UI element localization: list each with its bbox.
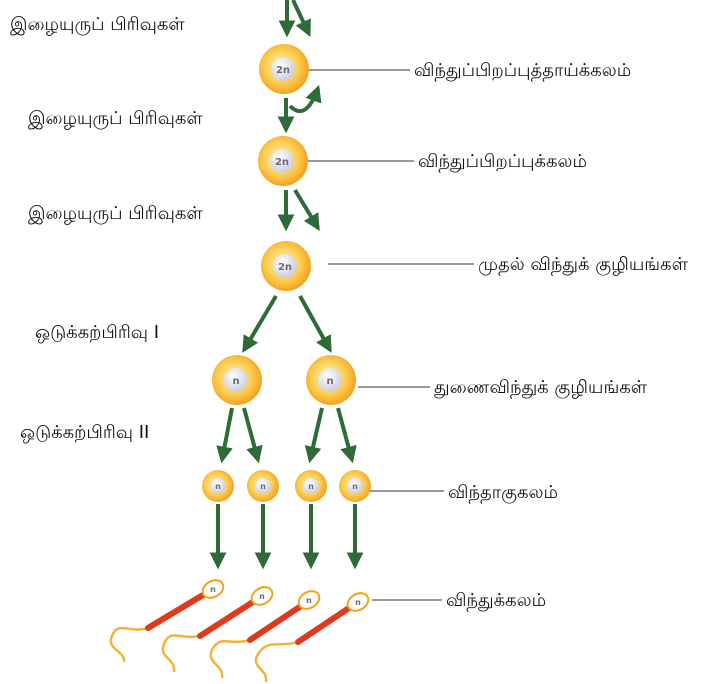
- nucleus-icon: [273, 254, 297, 278]
- ploidy-label: n: [210, 585, 216, 594]
- sperm-head: [297, 590, 321, 610]
- arrow-meiosis1-left: [242, 294, 278, 353]
- sperm-tail: [254, 640, 299, 683]
- sperm-4: n: [254, 592, 370, 683]
- self-renewal-arrow: [288, 84, 322, 113]
- cell-label-spermatogonial-stem-cell: விந்துப்பிறப்புத்தாய்க்கலம்: [414, 60, 631, 82]
- ploidy-label: n: [355, 598, 361, 607]
- ploidy-label: n: [215, 482, 221, 491]
- stage-label-mitosis-2: இழையுருப் பிரிவுகள்: [28, 108, 203, 130]
- cell-label-spermatids: விந்தாகுகலம்: [448, 482, 558, 504]
- ploidy-label: n: [308, 482, 314, 491]
- cell-label-spermatogonium: விந்துப்பிறப்புக்கலம்: [418, 151, 587, 173]
- cell-label-sperm: விந்துக்கலம்: [446, 590, 546, 612]
- sperm-midpiece: [197, 597, 259, 639]
- sperm-midpiece: [247, 601, 307, 643]
- ploidy-label: n: [260, 482, 266, 491]
- sperm-midpiece: [145, 589, 211, 631]
- ploidy-label: 2n: [278, 262, 292, 273]
- cell-spermatid-4: n: [339, 470, 371, 502]
- arrow-meiosis2-4: [336, 407, 357, 464]
- nucleus-icon: [303, 478, 319, 494]
- cell-label-secondary-spermatocytes: துணைவிந்துக் குழியங்கள்: [434, 377, 648, 399]
- ploidy-label: n: [352, 482, 358, 491]
- ploidy-label: n: [306, 596, 312, 605]
- sperm-2: n: [161, 586, 274, 673]
- nucleus-icon: [347, 478, 363, 494]
- nucleus-icon: [255, 478, 271, 494]
- ploidy-label: 2n: [276, 65, 290, 76]
- cell-spermatogonial-stem-cell: 2n: [259, 44, 309, 94]
- cell-secondary-spermatocyte-left: n: [212, 355, 262, 405]
- nucleus-icon: [318, 368, 342, 392]
- cell-secondary-spermatocyte-right: n: [306, 355, 356, 405]
- arrow-meiosis2-2: [242, 407, 263, 464]
- sperm-midpiece: [295, 603, 355, 645]
- arrow-meiosis2-1: [216, 407, 234, 464]
- sperm-head: [250, 586, 274, 606]
- sperm-tail: [209, 638, 251, 679]
- nucleus-icon: [270, 149, 294, 173]
- arrow-spermatogonium-diagonal: [293, 188, 320, 231]
- cell-spermatid-3: n: [295, 470, 327, 502]
- sperm-1: n: [109, 579, 225, 663]
- nucleus-icon: [271, 57, 295, 81]
- ploidy-label: n: [259, 592, 265, 601]
- arrow-meiosis1-right: [298, 295, 332, 353]
- sperm-head: [346, 592, 370, 612]
- arrow-meiosis2-3: [304, 407, 324, 464]
- stage-label-mitosis-3: இழையுருப் பிரிவுகள்: [28, 203, 203, 225]
- stage-label-meiosis-2: ஒடுக்கற்பிரிவு II: [20, 422, 149, 443]
- cell-spermatid-2: n: [247, 470, 279, 502]
- arrow-top-right: [291, 0, 311, 38]
- ploidy-label: n: [232, 376, 239, 387]
- sperm-tail: [109, 626, 149, 663]
- stage-label-meiosis-1: ஒடுக்கற்பிரிவு I: [35, 322, 159, 343]
- cell-spermatid-1: n: [202, 470, 234, 502]
- nucleus-icon: [210, 478, 226, 494]
- sperm-head: [201, 579, 225, 599]
- stage-label-mitosis-1: இழையுருப் பிரிவுகள்: [10, 14, 185, 36]
- ploidy-label: 2n: [275, 157, 289, 168]
- cell-spermatogonium: 2n: [258, 136, 308, 186]
- sperm-tail: [161, 634, 201, 673]
- cell-label-primary-spermatocyte: முதல் விந்துக் குழியங்கள்: [478, 254, 689, 276]
- arrows-group: [209, 0, 364, 570]
- cell-primary-spermatocyte: 2n: [261, 241, 311, 291]
- ploidy-label: n: [326, 376, 333, 387]
- sperm-3: n: [209, 590, 321, 679]
- nucleus-icon: [224, 368, 248, 392]
